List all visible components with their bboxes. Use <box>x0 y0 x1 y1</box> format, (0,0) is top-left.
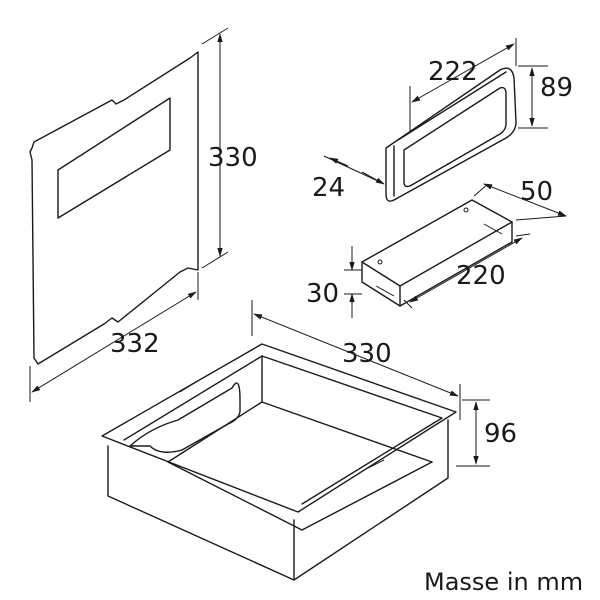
drawer-tray <box>101 343 457 581</box>
drawer-width-dimension: 330 <box>251 300 461 420</box>
bracket-part <box>361 199 513 307</box>
panel-height-dimension: 330 <box>201 27 258 269</box>
bracket-length-dimension: 220 <box>403 233 531 309</box>
channel-depth-dimension: 24 <box>312 155 385 203</box>
bracket-length-label: 220 <box>456 261 506 291</box>
back-panel <box>29 51 199 365</box>
bracket-height-label: 30 <box>306 279 339 309</box>
bracket-depth-label: 50 <box>520 177 553 207</box>
bracket-height-dimension: 30 <box>306 246 362 318</box>
units-note: Masse in mm <box>424 568 583 596</box>
drawer-width-label: 330 <box>342 339 392 369</box>
bracket-depth-dimension: 50 <box>473 177 567 221</box>
drawer-height-label: 96 <box>484 419 517 449</box>
panel-width-label: 332 <box>110 329 160 359</box>
channel-height-label: 89 <box>540 73 573 103</box>
channel-part <box>385 67 517 202</box>
channel-height-dimension: 89 <box>518 65 573 129</box>
drawer-height-dimension: 96 <box>456 399 517 467</box>
channel-depth-label: 24 <box>312 173 345 203</box>
channel-width-dimension: 222 <box>409 38 517 132</box>
panel-width-dimension: 332 <box>29 272 199 402</box>
panel-height-label: 330 <box>208 143 258 173</box>
channel-width-label: 222 <box>428 57 478 87</box>
